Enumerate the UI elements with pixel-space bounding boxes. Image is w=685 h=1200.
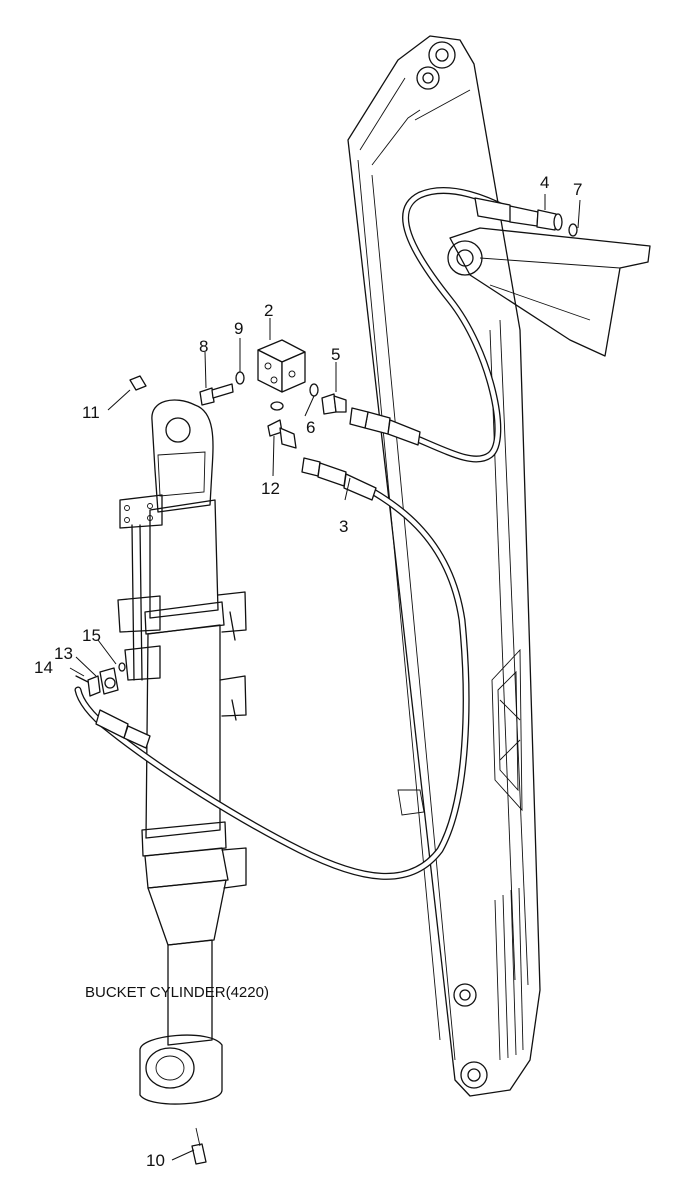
hose-lower [74,457,470,880]
callout-13: 13 [54,644,73,663]
part-adapter-5 [321,393,347,415]
hose-upper [349,187,578,463]
callout-4: 4 [540,173,549,192]
callout-14: 14 [34,658,53,677]
callout-2: 2 [264,301,273,320]
callout-10: 10 [146,1151,165,1170]
leader-lines [69,194,581,1161]
part-grease-fitting-10 [191,1127,207,1165]
callout-11: 11 [82,403,100,422]
part-clamp-13-15 [75,662,126,697]
callout-15: 15 [82,626,101,645]
part-bolt-8 [199,383,234,406]
callout-5: 5 [331,345,340,364]
callout-12: 12 [261,479,280,498]
part-elbow-12 [267,419,297,449]
bucket-cylinder [117,399,247,1105]
part-grease-fitting-11 [129,375,147,391]
arm-structure [347,35,651,1097]
callout-9: 9 [234,319,243,338]
callout-8: 8 [199,337,208,356]
callout-7: 7 [573,180,582,199]
caption-bucket-cylinder: BUCKET CYLINDER(4220) [85,984,269,1001]
callout-6: 6 [306,418,315,437]
part-washer-9 [235,371,245,385]
part-block-2 [257,339,306,393]
callout-3: 3 [339,517,348,536]
